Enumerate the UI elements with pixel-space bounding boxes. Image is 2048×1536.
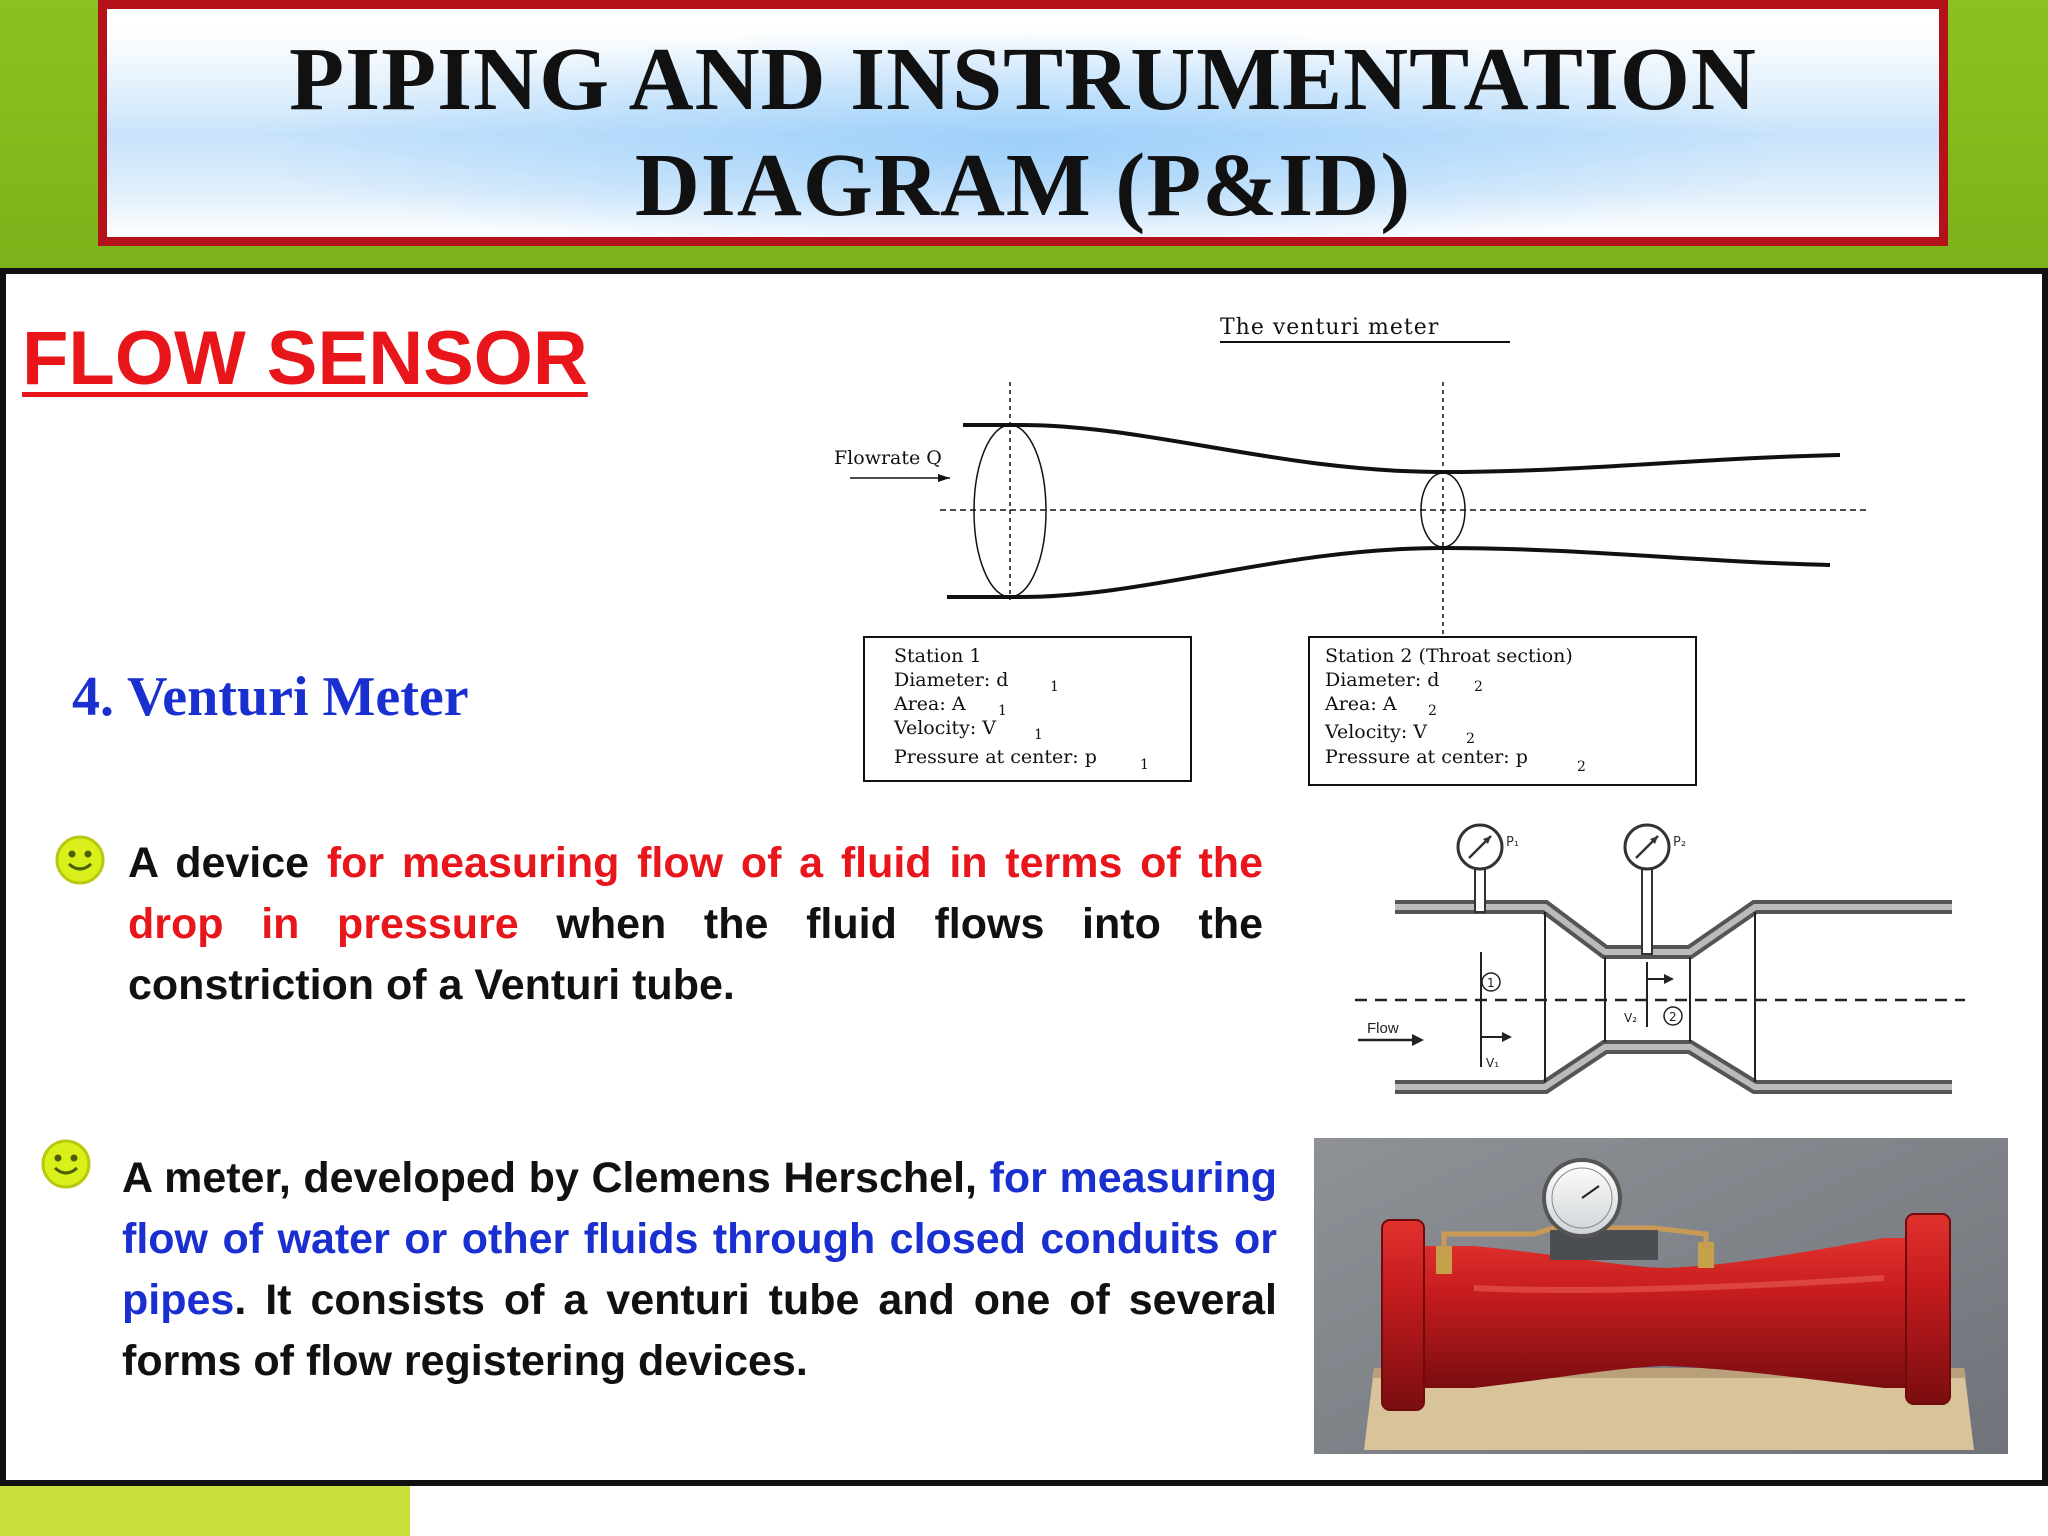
bullet-1-segment-1: A device: [128, 839, 327, 887]
bullet-1-text: A device for measuring flow of a fluid i…: [128, 833, 1263, 1016]
section-heading: FLOW SENSOR: [22, 316, 588, 401]
page-title-text: PIPING AND INSTRUMENTATION DIAGRAM (P&ID…: [289, 30, 1757, 235]
station2-line3: Area: A: [1324, 693, 1397, 715]
smiley-icon: [41, 1139, 91, 1189]
station1-line2-sub: 1: [1050, 679, 1059, 695]
page-title: PIPING AND INSTRUMENTATION DIAGRAM (P&ID…: [107, 27, 1939, 239]
station1-line1: Station 1: [894, 645, 982, 667]
station1-line2: Diameter: d: [894, 669, 1008, 691]
station1-line4-sub: 1: [1034, 727, 1043, 743]
station1-marker: 1: [1487, 976, 1495, 990]
v1-label: V₁: [1486, 1056, 1499, 1070]
venturi-meter-photo: [1314, 1138, 2008, 1454]
flow-label: Flow: [1367, 1020, 1399, 1037]
station2-line1: Station 2 (Throat section): [1325, 645, 1573, 667]
station2-marker: 2: [1669, 1010, 1677, 1024]
bullet-2-segment-3: . It consists of a venturi tube and one …: [122, 1276, 1277, 1385]
bullet-2-segment-2: for measuring flow of water or other flu…: [122, 1154, 1277, 1324]
station2-line5: Pressure at center: p: [1325, 746, 1528, 768]
v2-label: V₂: [1624, 1011, 1637, 1025]
p1-label: P₁: [1506, 835, 1519, 850]
background-bottom-accent: [0, 1480, 410, 1536]
station1-box: Station 1 Diameter: d 1 Area: A 1 Veloci…: [893, 645, 1149, 773]
subheading: 4. Venturi Meter: [72, 666, 469, 728]
station2-box: Station 2 (Throat section) Diameter: d 2…: [1324, 645, 1586, 775]
station2-line4: Velocity: V: [1324, 721, 1427, 743]
station1-line3: Area: A: [893, 693, 966, 715]
station1-line5-sub: 1: [1140, 757, 1149, 773]
station1-line3-sub: 1: [998, 703, 1007, 719]
bullet-1-segment-3: when the fluid flows into the constricti…: [128, 900, 1263, 1009]
title-banner: PIPING AND INSTRUMENTATION DIAGRAM (P&ID…: [98, 0, 1948, 246]
station1-line4: Velocity: V: [893, 717, 996, 739]
venturi-diagram-title: The venturi meter: [1220, 315, 1439, 340]
bullet-2-segment-1: A meter, developed by Clemens Herschel,: [122, 1154, 990, 1202]
flowrate-label: Flowrate Q: [834, 447, 942, 469]
p2-label: P₂: [1673, 835, 1686, 850]
station2-line5-sub: 2: [1577, 759, 1586, 775]
station2-line3-sub: 2: [1428, 703, 1437, 719]
venturi-tube-diagram: P₁ P₂ 1 V₁ 2 V₂ Flow: [1355, 823, 1965, 1094]
bullet-2-text: A meter, developed by Clemens Herschel, …: [122, 1148, 1277, 1392]
station2-line2: Diameter: d: [1325, 669, 1439, 691]
station2-line4-sub: 2: [1466, 731, 1475, 747]
station2-line2-sub: 2: [1474, 679, 1483, 695]
smiley-icon: [55, 835, 105, 885]
venturi-meter-diagram: The venturi meter Flowrate Q Station 1 D…: [834, 315, 1870, 786]
station1-line5: Pressure at center: p: [894, 746, 1097, 768]
bullet-1-segment-2: for measuring flow of a fluid in terms o…: [128, 839, 1263, 948]
